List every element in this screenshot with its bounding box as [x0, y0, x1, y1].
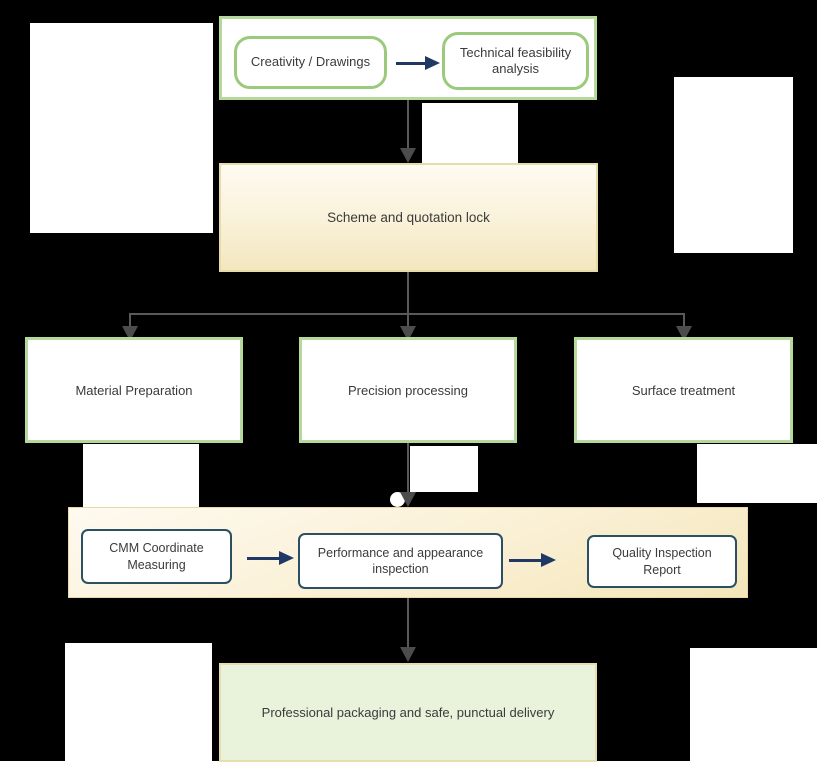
precision-processing-box: Precision processing — [299, 337, 517, 443]
material-preparation-box: Material Preparation — [25, 337, 243, 443]
feasibility-analysis-box: Technical feasibility analysis — [442, 32, 589, 90]
cmm-measuring-box: CMM Coordinate Measuring — [81, 529, 232, 584]
arrow-inspect-2-line — [509, 559, 542, 562]
branch-center-drop — [407, 313, 409, 327]
precision-processing-label: Precision processing — [348, 382, 468, 398]
surface-treatment-label: Surface treatment — [631, 382, 736, 398]
background-patch — [65, 643, 212, 762]
background-patch — [422, 103, 518, 163]
scheme-quotation-box: Scheme and quotation lock — [219, 163, 598, 272]
branch-right-drop — [683, 313, 685, 327]
background-patch — [690, 648, 817, 762]
cmm-measuring-label: CMM Coordinate Measuring — [109, 541, 204, 572]
delivery-label: Professional packaging and safe, punctua… — [261, 705, 555, 720]
arrow-inspect-2-head — [541, 553, 556, 567]
arrow-down-1-line — [407, 100, 409, 149]
arrow-concept-head — [425, 56, 440, 70]
background-patch — [410, 446, 478, 492]
quality-report-label: Quality Inspection Report — [612, 546, 712, 577]
branch-stem-line — [407, 272, 409, 315]
surface-treatment-box: Surface treatment — [574, 337, 793, 443]
creativity-drawings-label: Creativity / Drawings — [250, 54, 371, 70]
background-patch — [697, 444, 817, 503]
arrow-inspect-1-head — [279, 551, 294, 565]
arrow-concept-line — [396, 62, 426, 65]
performance-inspection-box: Performance and appearance inspection — [298, 533, 503, 589]
background-patch — [30, 23, 213, 233]
creativity-drawings-box: Creativity / Drawings — [234, 36, 387, 89]
scheme-quotation-label: Scheme and quotation lock — [327, 210, 490, 225]
delivery-box: Professional packaging and safe, punctua… — [219, 663, 597, 762]
arrow-down-1-head — [400, 148, 416, 163]
material-preparation-label: Material Preparation — [75, 382, 193, 398]
quality-report-box: Quality Inspection Report — [587, 535, 737, 588]
arrow-down-2-line — [407, 443, 409, 493]
background-patch — [0, 761, 817, 778]
concept-container: Creativity / Drawings Technical feasibil… — [219, 16, 597, 100]
background-patch — [674, 77, 793, 253]
arrow-inspect-1-line — [247, 557, 280, 560]
feasibility-analysis-label: Technical feasibility analysis — [459, 44, 572, 76]
arrow-down-2-head — [400, 492, 416, 507]
arrow-down-3-head — [400, 647, 416, 662]
performance-inspection-label: Performance and appearance inspection — [317, 545, 484, 576]
branch-left-drop — [129, 313, 131, 327]
background-patch — [83, 444, 199, 508]
arrow-down-3-line — [407, 598, 409, 648]
